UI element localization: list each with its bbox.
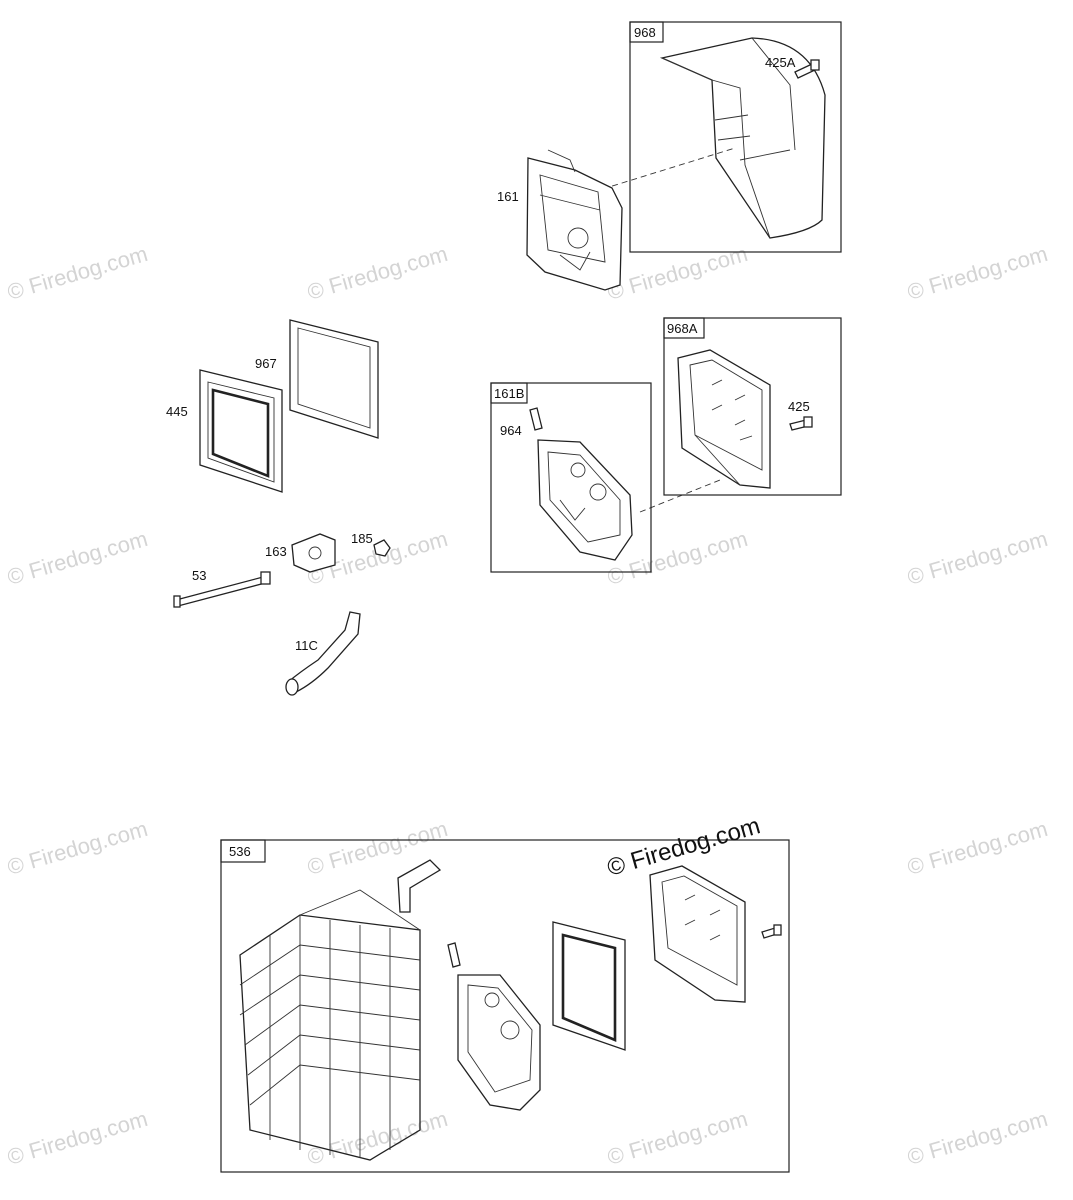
watermark: © Firedog.com [304,1106,450,1170]
cover-968A-part [677,349,771,489]
label-445: 445 [166,404,188,419]
kit-tube [447,942,461,968]
label-11C: 11C [295,638,318,653]
label-967: 967 [255,356,277,371]
watermark: © Firedog.com [904,816,1050,880]
label-425A: 425A [765,55,796,70]
label-163: 163 [265,544,287,559]
bolt-425 [789,416,813,431]
box-label-968A: 968A [667,321,698,336]
label-161: 161 [497,189,519,204]
stud-53 [173,571,271,608]
box-536: 536 [220,839,790,1173]
watermark: © Firedog.com [304,241,450,305]
watermark: © Firedog.com [904,526,1050,590]
kit-bolt [761,924,782,939]
base-161B-part [537,439,633,561]
watermark: © Firedog.com [4,241,150,305]
label-964: 964 [500,423,522,438]
kit-cover [649,865,746,1003]
pre-cleaner-967 [289,319,379,439]
kit-base [457,974,541,1111]
label-425: 425 [788,399,810,414]
bolt-425A [794,59,820,79]
watermark: © Firedog.com [904,241,1050,305]
box-968: 968 [629,21,842,253]
nut-185 [373,539,391,557]
watermark: © Firedog.com [4,816,150,880]
watermark: © Firedog.com [604,241,750,305]
kit-filter [552,921,626,1051]
air-cleaner-base-161 [526,149,623,291]
watermark: © Firedog.com [4,526,150,590]
watermark: © Firedog.com [904,1106,1050,1170]
shroud-cover-part [659,37,826,239]
tube-964 [529,407,543,431]
label-185: 185 [351,531,373,546]
air-filter-445 [199,369,283,493]
kit-breather-tube [397,859,442,913]
box-label-536: 536 [229,844,251,859]
gasket-163 [291,533,336,573]
watermark: © Firedog.com [4,1106,150,1170]
box-label-968: 968 [634,25,656,40]
kit-wire-guard [239,889,421,1161]
box-label-161B: 161B [494,386,524,401]
box-161B: 161B [490,382,652,573]
box-968A: 968A [663,317,842,496]
watermark: © Firedog.com [604,1106,750,1170]
label-53: 53 [192,568,206,583]
breather-tube-11C [285,611,361,696]
